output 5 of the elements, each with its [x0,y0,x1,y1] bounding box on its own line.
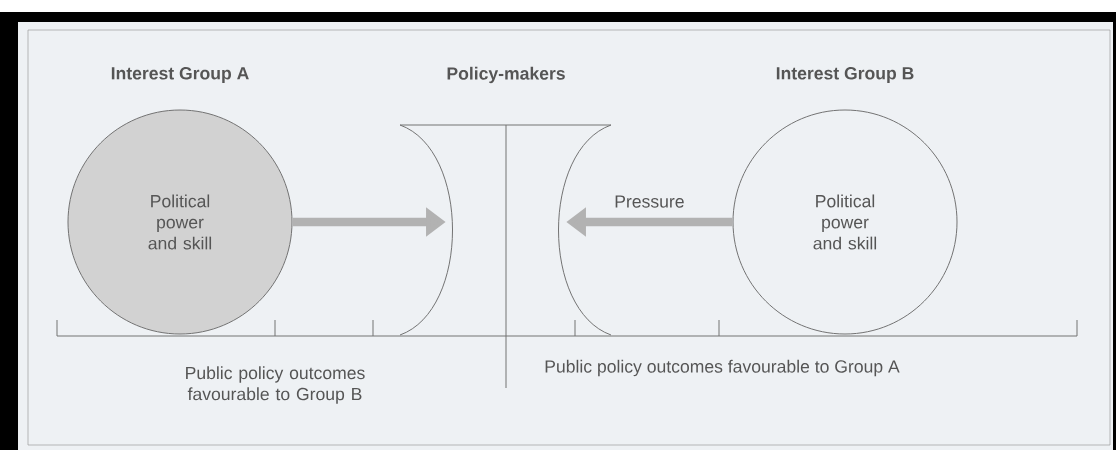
axis-label: Public policy outcomes favourable to Group B [186,366,365,404]
axis-label: Public policy outcomes favourable to Group A [545,359,900,377]
heading: Interest Group A [111,67,249,83]
edge-label: Pressure [615,195,684,208]
heading: Interest Group B [776,67,914,83]
